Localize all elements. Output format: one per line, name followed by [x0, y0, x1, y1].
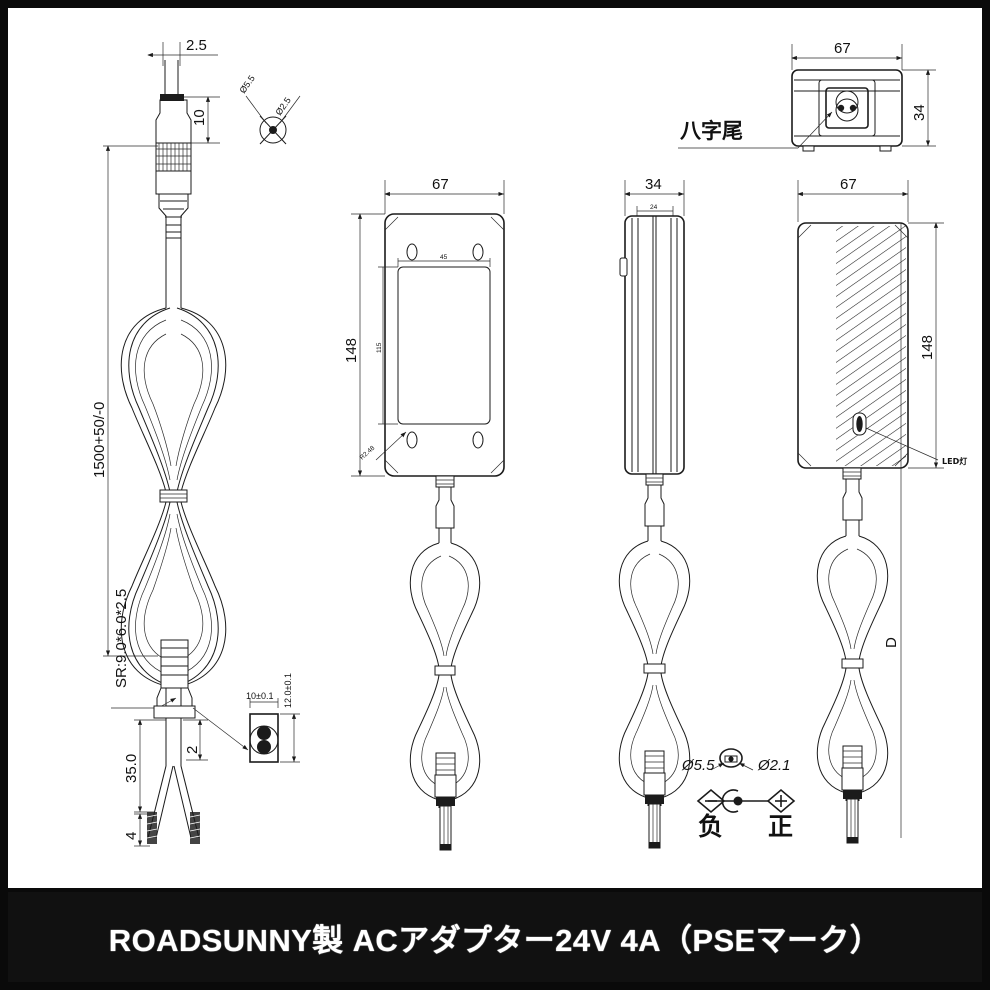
dim-strain-relief: SR:9.0*6.0*2.5 — [113, 589, 130, 688]
inlet-callout: 八字尾 — [678, 111, 833, 149]
side-dc-plug — [643, 750, 666, 849]
top-width-dimension: 67 — [791, 40, 903, 70]
dim-overall-length: D — [883, 637, 900, 648]
dim-back-height: 148 — [919, 335, 936, 360]
side-led-window — [619, 257, 628, 277]
front-screw-holes — [406, 243, 484, 449]
top-view-inlet: 67 34 — [678, 40, 936, 152]
polarity-negative-symbol — [696, 788, 726, 814]
dim-top-width: 67 — [834, 40, 851, 57]
back-hatch-area — [836, 226, 906, 466]
back-view: 67 148 LED灯 — [797, 176, 967, 844]
side-width-dimension: 34 — [624, 176, 685, 216]
dim-label-width: 45 — [440, 254, 448, 261]
section-height-dimension: 12.0±0.1 — [280, 673, 300, 763]
plug-width-dimension: 2.5 — [147, 37, 218, 66]
label-inlet: 八字尾 — [680, 119, 743, 143]
dim-cable-length: 1500+50/-0 — [91, 402, 108, 478]
plug-shell — [155, 171, 192, 195]
polarity-plug-icon — [719, 748, 743, 768]
dim-back-width: 67 — [840, 176, 857, 193]
front-height-dimension: 148 — [343, 213, 385, 477]
dim-plug-inner-dia: Ø2.5 — [273, 95, 292, 117]
cable-cinch-band — [159, 489, 188, 503]
dim-polarity-outer-dia: Ø5.5 — [681, 757, 715, 774]
overall-length-dimension: D — [883, 223, 902, 838]
drawing-sheet: 2.5 10 — [8, 8, 982, 888]
dc-polarity-diagram: Ø5.5 Ø2.1 负 正 — [681, 748, 796, 841]
jacket-strip-dimension: 2 — [183, 719, 208, 761]
plug-boot — [158, 194, 189, 239]
cable-length-dimension: 1500+50/-0 — [91, 145, 158, 657]
caption-text: ROADSUNNY製 ACアダプター24V 4A（PSEマーク） — [108, 922, 882, 958]
c8-inlet-pins — [835, 90, 859, 122]
dim-side-inner-width: 24 — [650, 204, 658, 211]
label-positive: 正 — [768, 812, 793, 841]
dim-section-width: 10±0.1 — [246, 691, 273, 701]
plug-length-dimension: 10 — [184, 96, 220, 144]
dim-front-height: 148 — [343, 338, 360, 363]
cable-assembly-view: 2.5 10 — [91, 37, 249, 847]
technical-drawing-svg: 2.5 10 — [91, 37, 967, 851]
dim-plug-tip-length: 10 — [191, 109, 208, 126]
led-callout: LED灯 — [865, 427, 967, 466]
back-height-dimension: 148 — [908, 222, 944, 469]
label-height-dimension: 115 — [376, 266, 398, 425]
dim-label-height: 115 — [376, 342, 383, 353]
boot-ribs — [160, 200, 187, 233]
strain-relief-body — [153, 639, 196, 719]
dim-strip-length: 35.0 — [123, 754, 140, 783]
dim-jacket-strip: 2 — [184, 746, 201, 754]
corner-radius-callout: R2.48 — [359, 431, 407, 461]
cable-coil-lower — [120, 501, 227, 687]
dim-section-height: 12.0±0.1 — [283, 673, 293, 708]
label-width-dimension: 45 — [397, 254, 491, 267]
front-width-dimension: 67 — [384, 176, 505, 214]
caption-banner: ROADSUNNY製 ACアダプター24V 4A（PSEマーク） — [8, 892, 982, 982]
cable-cross-section: 10±0.1 12.0±0.1 — [246, 673, 300, 763]
dim-side-width: 34 — [645, 176, 662, 193]
plug-tip — [160, 94, 184, 101]
strip-length-dimension: 35.0 — [123, 719, 166, 813]
back-cable-coil — [816, 535, 889, 794]
dim-corner-radius: R2.48 — [359, 444, 377, 461]
dim-plug-width: 2.5 — [186, 37, 207, 54]
front-label-area — [397, 266, 491, 425]
front-cable-coil — [409, 542, 481, 801]
plug-diameter-detail: Ø5.5 Ø2.5 — [237, 73, 301, 145]
dim-plug-outer-dia: Ø5.5 — [237, 73, 256, 95]
plug-barrel — [155, 99, 192, 144]
side-cable-coil — [618, 540, 691, 799]
section-width-dimension: 10±0.1 — [246, 691, 279, 708]
polarity-positive-symbol — [766, 788, 796, 814]
side-view: 34 24 — [618, 176, 691, 849]
plug-knurl — [155, 142, 192, 172]
front-view: 67 148 — [343, 176, 505, 851]
back-dc-plug — [841, 745, 864, 844]
conductor-strip-dimension: 4 — [123, 813, 154, 847]
dim-front-width: 67 — [432, 176, 449, 193]
label-negative: 负 — [698, 812, 723, 841]
knurl-lines — [156, 143, 191, 171]
c8-inlet-opening — [825, 87, 869, 129]
label-led: LED灯 — [942, 456, 967, 466]
side-inner-width-dimension: 24 — [636, 204, 674, 216]
dim-top-height: 34 — [911, 104, 928, 121]
split-conductors — [146, 718, 201, 844]
cable-coil-upper — [120, 307, 227, 493]
dim-conductor-strip: 4 — [123, 832, 140, 840]
top-height-dimension: 34 — [902, 69, 936, 147]
dim-polarity-inner-dia: Ø2.1 — [757, 757, 791, 774]
polarity-center-symbol — [721, 789, 743, 813]
back-width-dimension: 67 — [797, 176, 909, 222]
front-dc-plug — [434, 752, 457, 851]
